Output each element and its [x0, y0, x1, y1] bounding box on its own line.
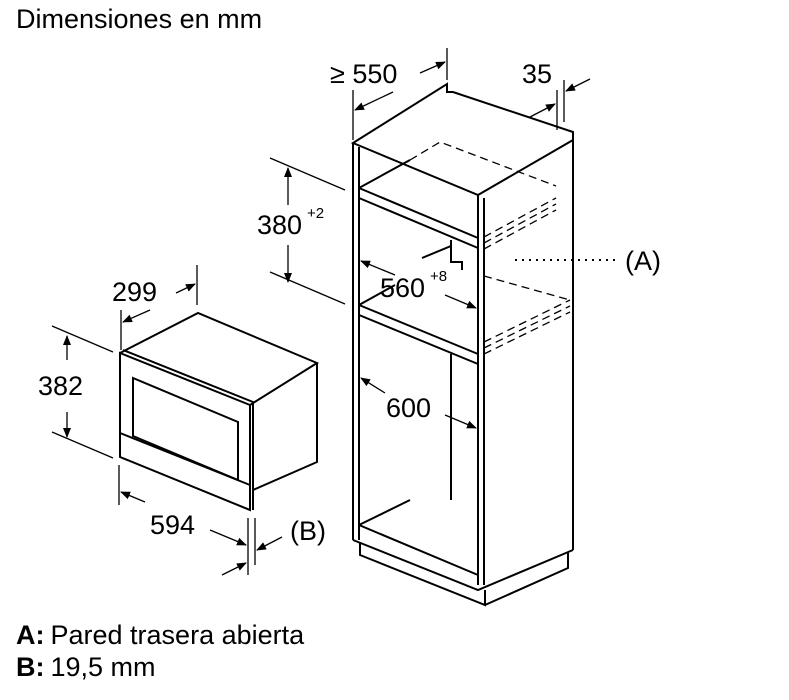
label-b: (B)	[290, 516, 326, 546]
dim-appliance-height: 382	[38, 371, 83, 401]
dim-rear-gap: 35	[522, 59, 552, 89]
legend-text-a: Pared trasera abierta	[50, 620, 305, 650]
hidden-lines	[409, 141, 571, 355]
dim-niche-depth: ≥ 550	[330, 59, 397, 89]
legend-key-a: A:	[16, 620, 45, 650]
dim-niche-height-tol: +2	[307, 205, 324, 222]
dim-appliance-depth: 299	[112, 277, 157, 307]
legend-key-b: B:	[16, 652, 45, 682]
diagram-title: Dimensiones en mm	[16, 4, 263, 34]
appliance	[119, 311, 320, 512]
dim-cabinet-depth: 600	[386, 393, 431, 423]
dim-appliance-width: 594	[150, 510, 195, 540]
dimension-lines	[51, 48, 591, 576]
legend-text-b: 19,5 mm	[50, 652, 156, 682]
legend-item-a: A:Pared trasera abierta	[16, 620, 304, 651]
cabinet	[350, 82, 574, 607]
dim-niche-width-tol: +8	[430, 268, 447, 285]
label-a: (A)	[625, 246, 661, 276]
legend-item-b: B:19,5 mm	[16, 652, 156, 683]
dim-niche-width: 560	[380, 273, 425, 303]
dim-niche-height: 380	[257, 210, 302, 240]
